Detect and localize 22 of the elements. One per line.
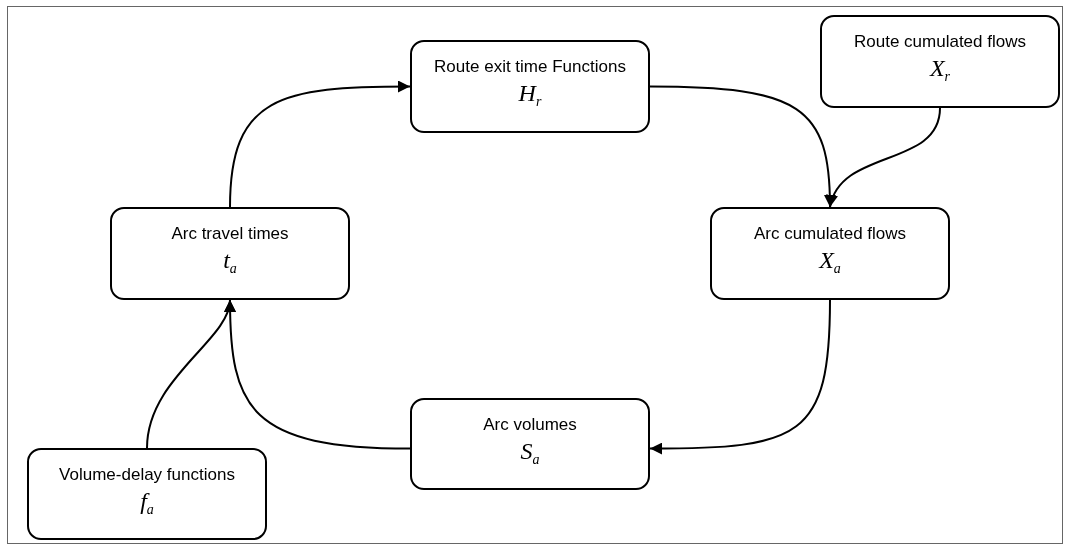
arrow [146, 299, 234, 449]
process-box [710, 207, 950, 300]
math-symbol: S$_{a}$ [520, 436, 540, 469]
node-title: Route cumulated flows [854, 32, 1026, 52]
process-box [820, 15, 1060, 108]
process-box [410, 398, 650, 490]
node-title: Arc volumes [483, 414, 577, 435]
math-symbol: H$_{r}$ [518, 79, 542, 111]
arrow [229, 80, 411, 208]
process-box [110, 207, 350, 300]
node-title: Arc travel times [171, 224, 289, 244]
math-symbol: t$_{a}$ [223, 246, 237, 278]
node-title: Volume-delay functions [59, 464, 235, 485]
node-title: Route exit time Functions [434, 57, 626, 77]
math-symbol: X$_{a}$ [819, 246, 841, 278]
arrow [828, 107, 941, 208]
process-box [27, 448, 267, 540]
process-box [410, 40, 650, 133]
math-symbol: X$_{r}$ [929, 54, 951, 86]
arrow [649, 299, 831, 455]
math-symbol: f$_{a}$ [140, 486, 154, 519]
node-title: Arc cumulated flows [753, 224, 907, 244]
